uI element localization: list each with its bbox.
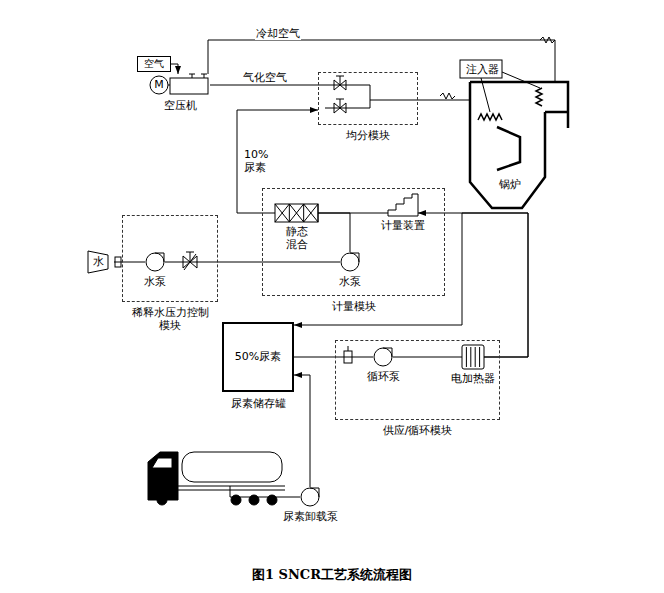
node-pump: 水泵 [340, 252, 360, 272]
node-boiler: 锅炉 [470, 82, 570, 210]
node-meter: 计量装置 [388, 194, 418, 216]
decor-shape [348, 346, 349, 351]
boiler-nose [497, 127, 520, 170]
flow-line [294, 213, 528, 357]
water-source [88, 251, 108, 273]
decor-shape [481, 72, 540, 112]
node-label: 水 [90, 251, 106, 273]
flow-line [318, 213, 388, 214]
node-label: 水泵 [339, 275, 361, 288]
injector-symbol [478, 114, 502, 120]
mixer-outline [275, 204, 318, 222]
node-label: 水泵 [144, 275, 166, 288]
flow-line [237, 110, 318, 213]
mixer-element [275, 204, 318, 222]
node-label: 稀释水压力控制 模块 [128, 306, 212, 332]
node-comp: M空压机 [150, 74, 210, 96]
node-heater: 电加热器 [462, 345, 484, 369]
node-label: 静态 混合 [284, 225, 310, 251]
callout-label: 注入器 [466, 63, 499, 76]
flow-line [318, 213, 350, 252]
decor-shape [440, 93, 455, 99]
node-label: 均分模块 [346, 129, 390, 142]
decor-shape [183, 252, 197, 270]
pump-outline [300, 487, 320, 507]
line-label: 冷却空气 [255, 27, 301, 40]
pump-outlet [350, 253, 359, 262]
pump-symbol [374, 348, 392, 366]
node-label: 锅炉 [496, 177, 524, 193]
decor-shape [230, 486, 300, 497]
heater-outline [462, 345, 484, 369]
node-pump: 循环泵 [373, 347, 393, 367]
flow-line [418, 213, 528, 357]
pump-outlet [310, 488, 319, 497]
pump-symbol [301, 488, 319, 506]
node-pump: 水泵 [145, 252, 165, 272]
node-dash: 供应/循环模块循环泵电加热器 [335, 340, 500, 420]
decor-shape [182, 452, 282, 482]
heater-body [462, 345, 484, 369]
flow-line [114, 262, 145, 263]
node-label: 尿素卸载泵 [283, 510, 338, 523]
node-label: 尿素储存罐 [231, 397, 286, 410]
node-label: 供应/循环模块 [383, 424, 453, 437]
flow-line [165, 262, 340, 263]
decor-shape [334, 99, 346, 113]
flow-line [294, 357, 373, 358]
pump-symbol [341, 253, 359, 271]
node-mixer: 静态 混合 [275, 204, 318, 222]
node-pump: 尿素卸载泵 [300, 487, 320, 507]
pump-outline [145, 252, 165, 272]
compressor-nozzle [168, 74, 207, 85]
decor-shape [334, 76, 346, 90]
compressor-body [170, 78, 208, 94]
line-label: 气化空气 [242, 71, 288, 84]
decor-shape [148, 452, 285, 500]
meter-outline [388, 194, 418, 216]
node-water: 水 [88, 251, 114, 273]
node-label: 空压机 [164, 99, 197, 112]
node-label: 50%尿素 [224, 324, 292, 390]
pump-outlet [155, 253, 164, 262]
mixer-body [275, 204, 318, 222]
meter-symbol [388, 194, 418, 216]
pump-outline [373, 347, 393, 367]
motor-letter: M [150, 76, 168, 94]
node-tank: 50%尿素尿素储存罐 [222, 322, 294, 392]
flow-line [210, 85, 318, 86]
node-label: 循环泵 [367, 370, 400, 383]
flow-line [294, 375, 310, 487]
pump-symbol [146, 253, 164, 271]
node-label: 电加热器 [451, 372, 495, 385]
flow-line [418, 100, 470, 101]
node-dash: 稀释水压力控制 模块水泵 [122, 215, 218, 302]
flow-line [171, 64, 178, 74]
node-dash: 均分模块 [318, 72, 418, 125]
decor-shape [318, 85, 418, 108]
node-box: 空气 [137, 56, 171, 72]
decor-shape [178, 490, 285, 491]
decor-shape [157, 495, 167, 505]
decor-shape [460, 60, 502, 78]
figure-caption: 图1 SNCR工艺系统流程图 [0, 566, 664, 584]
flow-line [393, 357, 462, 358]
injector-symbol [536, 88, 542, 106]
heater-element [466, 347, 479, 367]
line-label: 10% 尿素 [243, 148, 275, 174]
node-dash: 计量模块静态 混合水泵计量装置 [262, 188, 445, 296]
pump-outlet [383, 348, 392, 357]
node-label: 计量模块 [332, 300, 376, 313]
node-label: 空气 [138, 57, 170, 71]
boiler-outline [470, 82, 568, 208]
node-label: 计量装置 [381, 219, 425, 232]
pump-outline [340, 252, 360, 272]
motor-symbol [150, 76, 168, 94]
